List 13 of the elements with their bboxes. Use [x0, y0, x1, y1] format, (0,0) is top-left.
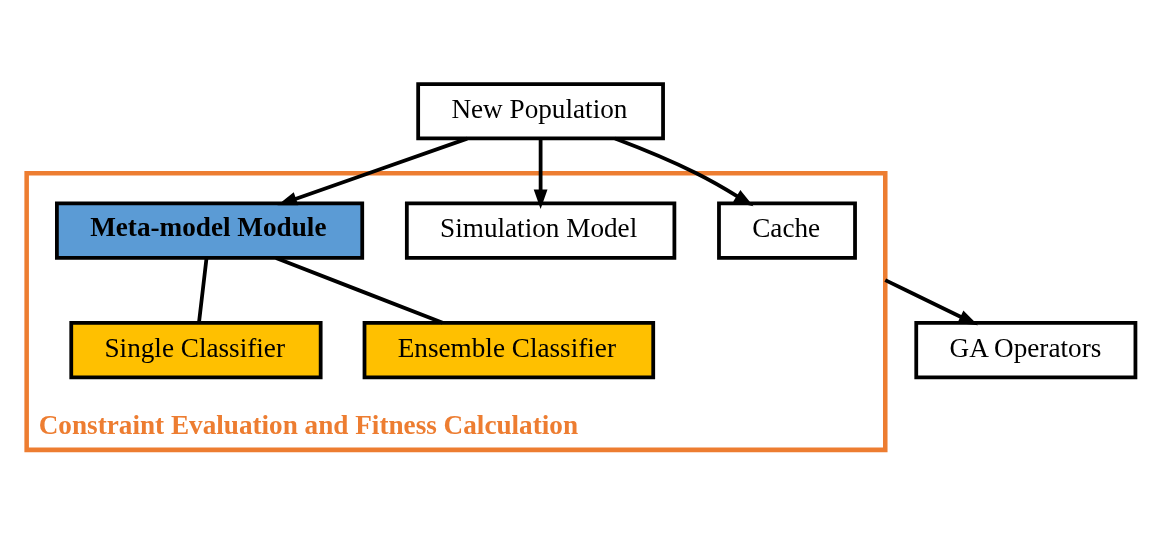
- connector: [275, 256, 444, 325]
- arrow: [884, 278, 979, 326]
- arrow: [277, 136, 468, 206]
- node-box: Ensemble Classifier: [362, 321, 656, 380]
- arrow: [533, 138, 548, 210]
- node-box: Simulation Model: [404, 201, 677, 260]
- node-box: GA Operators: [914, 321, 1138, 380]
- node-box: Cache: [717, 201, 857, 260]
- node-box: Single Classifier: [69, 321, 323, 380]
- connector: [197, 257, 209, 324]
- node-box: New Population: [416, 82, 665, 141]
- node-box: Meta-model Module: [55, 201, 365, 260]
- arrow: [614, 136, 754, 207]
